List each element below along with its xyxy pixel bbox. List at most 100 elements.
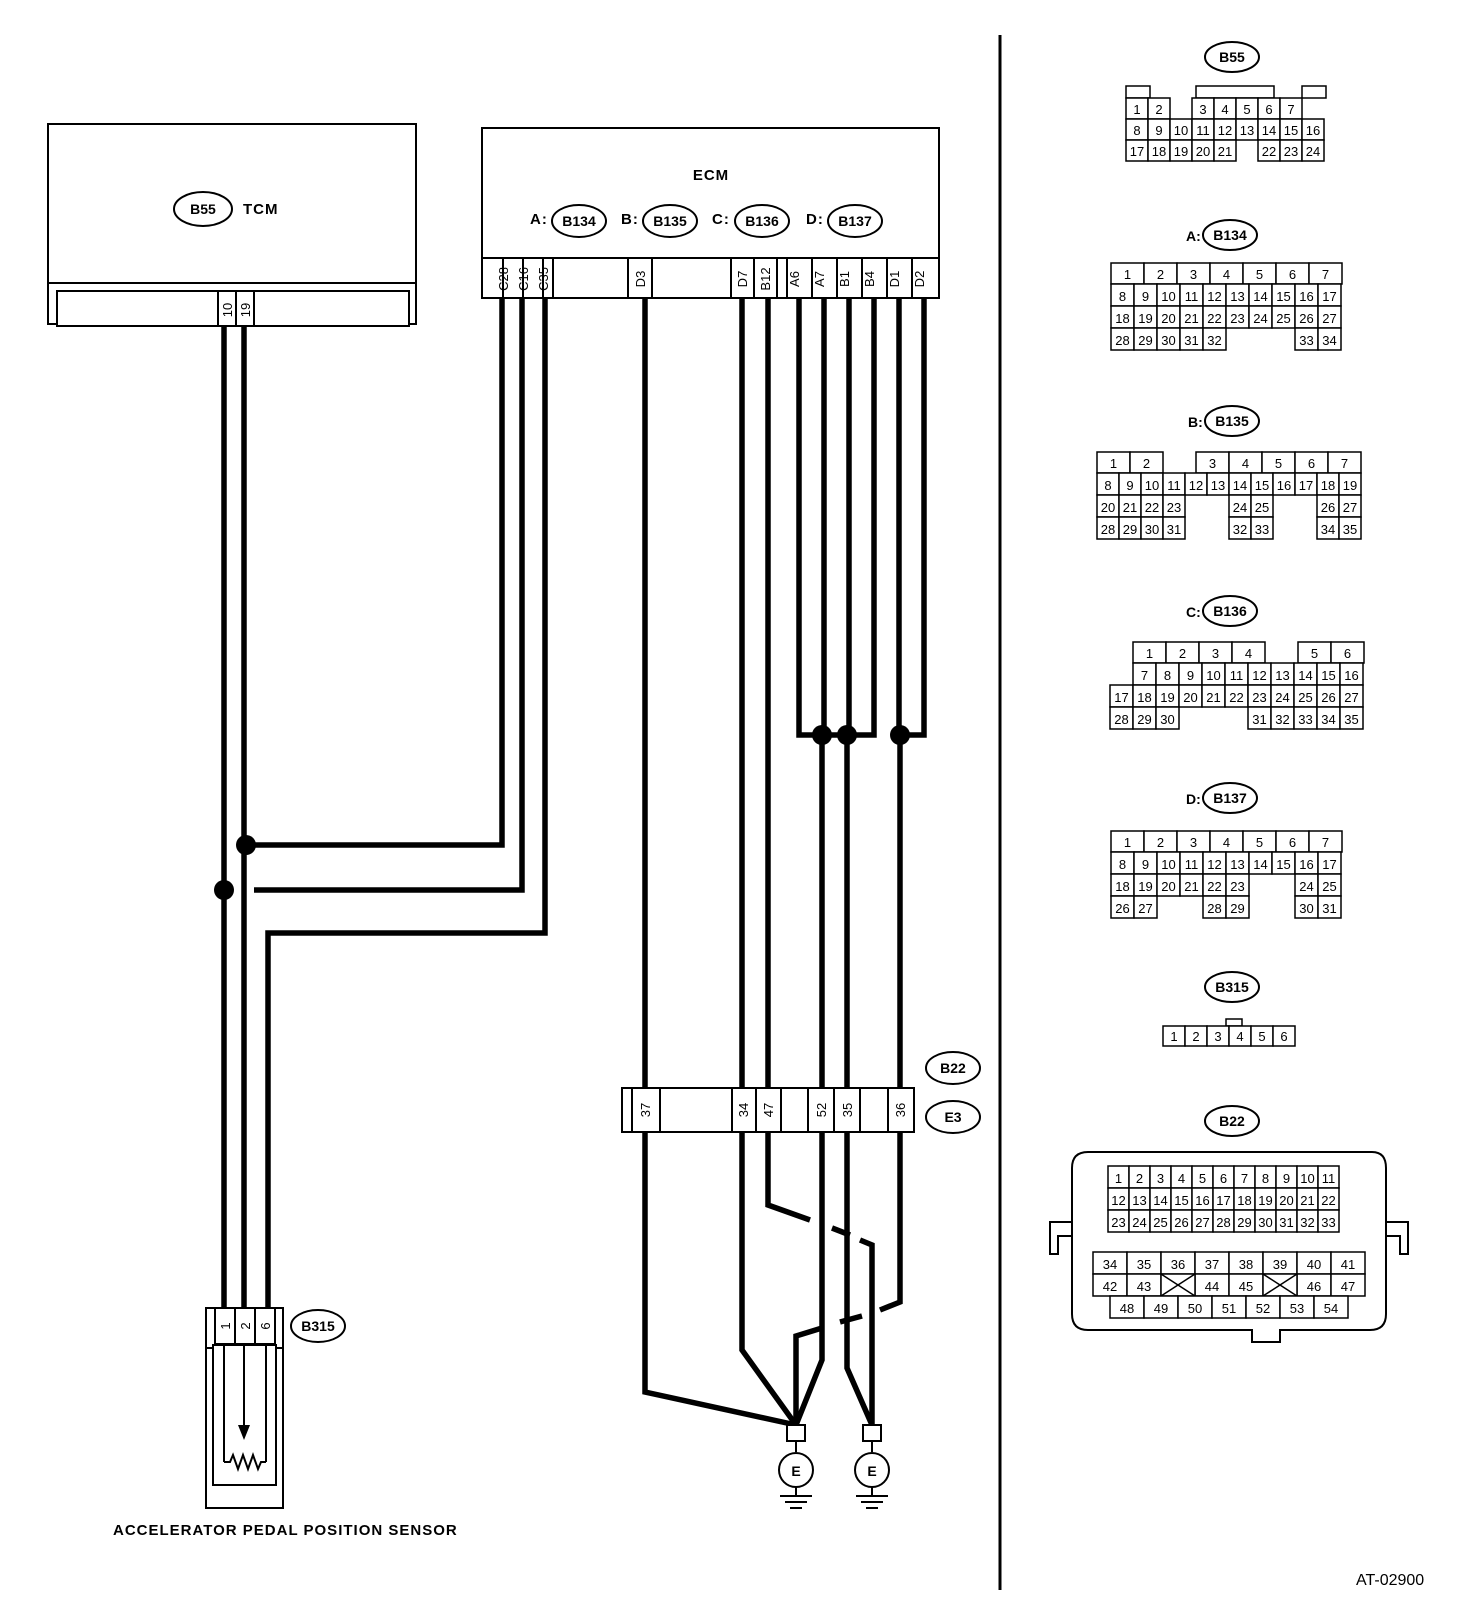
b22-pin-label: 10 bbox=[1300, 1171, 1314, 1186]
b136-pin-label: 10 bbox=[1206, 668, 1220, 683]
b136-prefix: C: bbox=[1186, 604, 1201, 620]
b136-title: C: B136 bbox=[1186, 595, 1258, 627]
b55-pin-label: 4 bbox=[1221, 102, 1228, 117]
b55-title: B55 bbox=[1204, 41, 1260, 73]
b135-pin-label: 26 bbox=[1321, 500, 1335, 515]
b137-pin-label: 1 bbox=[1124, 835, 1131, 850]
b135-pin-label: 24 bbox=[1233, 500, 1247, 515]
b55-pin-label: 7 bbox=[1287, 102, 1294, 117]
b22-lower-pin-label: 47 bbox=[1341, 1279, 1355, 1294]
b136-pin-label: 33 bbox=[1298, 712, 1312, 727]
b134-pin-label: 23 bbox=[1230, 311, 1244, 326]
b22-pin-label: 13 bbox=[1132, 1193, 1146, 1208]
b22-pin-label: 16 bbox=[1195, 1193, 1209, 1208]
b22-pin-label: 30 bbox=[1258, 1215, 1272, 1230]
ecm-prefix-d: D: bbox=[806, 211, 824, 228]
b134-pin-label: 22 bbox=[1207, 311, 1221, 326]
b22-pin-label: 18 bbox=[1237, 1193, 1251, 1208]
b22-pin-label: 7 bbox=[1241, 1171, 1248, 1186]
ecm-pin-b12: B12 bbox=[758, 267, 773, 290]
b137-pin-label: 30 bbox=[1299, 901, 1313, 916]
b134-pin-label: 7 bbox=[1322, 267, 1329, 282]
tcm-label: TCM bbox=[243, 201, 279, 218]
b137-pin-label: 21 bbox=[1184, 879, 1198, 894]
ecm-pin-separators bbox=[502, 258, 913, 298]
ecm-prefix-b: B: bbox=[621, 211, 639, 228]
b55-pin-cell bbox=[1301, 139, 1325, 162]
joint-pin-52: 52 bbox=[814, 1103, 829, 1117]
b55-pin-label: 19 bbox=[1174, 144, 1188, 159]
b136-pin-label: 34 bbox=[1321, 712, 1335, 727]
ecm-pin-a7: A7 bbox=[812, 271, 827, 287]
b136-pin-label: 19 bbox=[1160, 690, 1174, 705]
sensor-connector-label: B315 bbox=[301, 1318, 335, 1334]
b135-pin-label: 17 bbox=[1299, 478, 1313, 493]
b55-pin-label: 23 bbox=[1284, 144, 1298, 159]
b137-pin-label: 28 bbox=[1207, 901, 1221, 916]
b134-pin-label: 27 bbox=[1322, 311, 1336, 326]
b55-pin-label: 21 bbox=[1218, 144, 1232, 159]
b135-pin-label: 21 bbox=[1123, 500, 1137, 515]
b137-pin-label: 25 bbox=[1322, 879, 1336, 894]
ecm-pin-c28: C28 bbox=[496, 267, 511, 291]
b134-pin-label: 16 bbox=[1299, 289, 1313, 304]
b135-pin-label: 25 bbox=[1255, 500, 1269, 515]
b22-lower-pin-label: 48 bbox=[1120, 1301, 1134, 1316]
b134-pin-label: 3 bbox=[1190, 267, 1197, 282]
b134-pin-label: 12 bbox=[1207, 289, 1221, 304]
b134-pin-label: 26 bbox=[1299, 311, 1313, 326]
ecm-pin-d7: D7 bbox=[735, 271, 750, 288]
b134-pin-label: 21 bbox=[1184, 311, 1198, 326]
b55-pin-label: 14 bbox=[1262, 123, 1276, 138]
b22-pin-label: 14 bbox=[1153, 1193, 1167, 1208]
b134-pin-label: 1 bbox=[1124, 267, 1131, 282]
b136-label: B136 bbox=[1213, 603, 1247, 619]
b55-pin-label: 22 bbox=[1262, 144, 1276, 159]
b22-pin-cell bbox=[1317, 1209, 1340, 1233]
b135-pin-label: 33 bbox=[1255, 522, 1269, 537]
b136-pin-label: 25 bbox=[1298, 690, 1312, 705]
b22-lower-pin-label: 38 bbox=[1239, 1257, 1253, 1272]
b136-pin-label: 6 bbox=[1344, 646, 1351, 661]
joint-pin-34: 34 bbox=[736, 1103, 751, 1117]
b22-pin-label: 23 bbox=[1111, 1215, 1125, 1230]
b136-pin-label: 15 bbox=[1321, 668, 1335, 683]
b22-lower-pin-label: 34 bbox=[1103, 1257, 1117, 1272]
b315-pin-label: 5 bbox=[1258, 1029, 1265, 1044]
b137-pin-label: 20 bbox=[1161, 879, 1175, 894]
b137-pin-label: 15 bbox=[1276, 857, 1290, 872]
b135-pin-label: 30 bbox=[1145, 522, 1159, 537]
b134-pin-label: 14 bbox=[1253, 289, 1267, 304]
b137-pin-label: 11 bbox=[1185, 857, 1199, 872]
b22-lower-pin-label: 51 bbox=[1222, 1301, 1236, 1316]
b22-lower-pin-label: 52 bbox=[1256, 1301, 1270, 1316]
b22-lower-pin-cell bbox=[1313, 1295, 1349, 1319]
b134-pin-label: 9 bbox=[1142, 289, 1149, 304]
b55-pin-label: 24 bbox=[1306, 144, 1320, 159]
b134-pin-label: 25 bbox=[1276, 311, 1290, 326]
b136-pin-label: 30 bbox=[1160, 712, 1174, 727]
ecm-pin-d2: D2 bbox=[912, 271, 927, 288]
b135-pin-label: 16 bbox=[1277, 478, 1291, 493]
b135-pin-label: 29 bbox=[1123, 522, 1137, 537]
b22-lower-pin-label: 54 bbox=[1324, 1301, 1338, 1316]
b135-pin-label: 12 bbox=[1189, 478, 1203, 493]
b136-pin-label: 4 bbox=[1245, 646, 1252, 661]
b55-pin-label: 18 bbox=[1152, 144, 1166, 159]
b22-pin-label: 28 bbox=[1216, 1215, 1230, 1230]
b315-pin-label: 3 bbox=[1214, 1029, 1221, 1044]
b136-pin-label: 17 bbox=[1114, 690, 1128, 705]
b134-pin-cell bbox=[1317, 327, 1342, 351]
joint-pin-35: 35 bbox=[840, 1103, 855, 1117]
b134-pin-label: 29 bbox=[1138, 333, 1152, 348]
b55-pin-label: 13 bbox=[1240, 123, 1254, 138]
b136-pin-label: 29 bbox=[1137, 712, 1151, 727]
b137-title: D:B137 bbox=[1186, 782, 1258, 814]
b134-pin-label: 32 bbox=[1207, 333, 1221, 348]
